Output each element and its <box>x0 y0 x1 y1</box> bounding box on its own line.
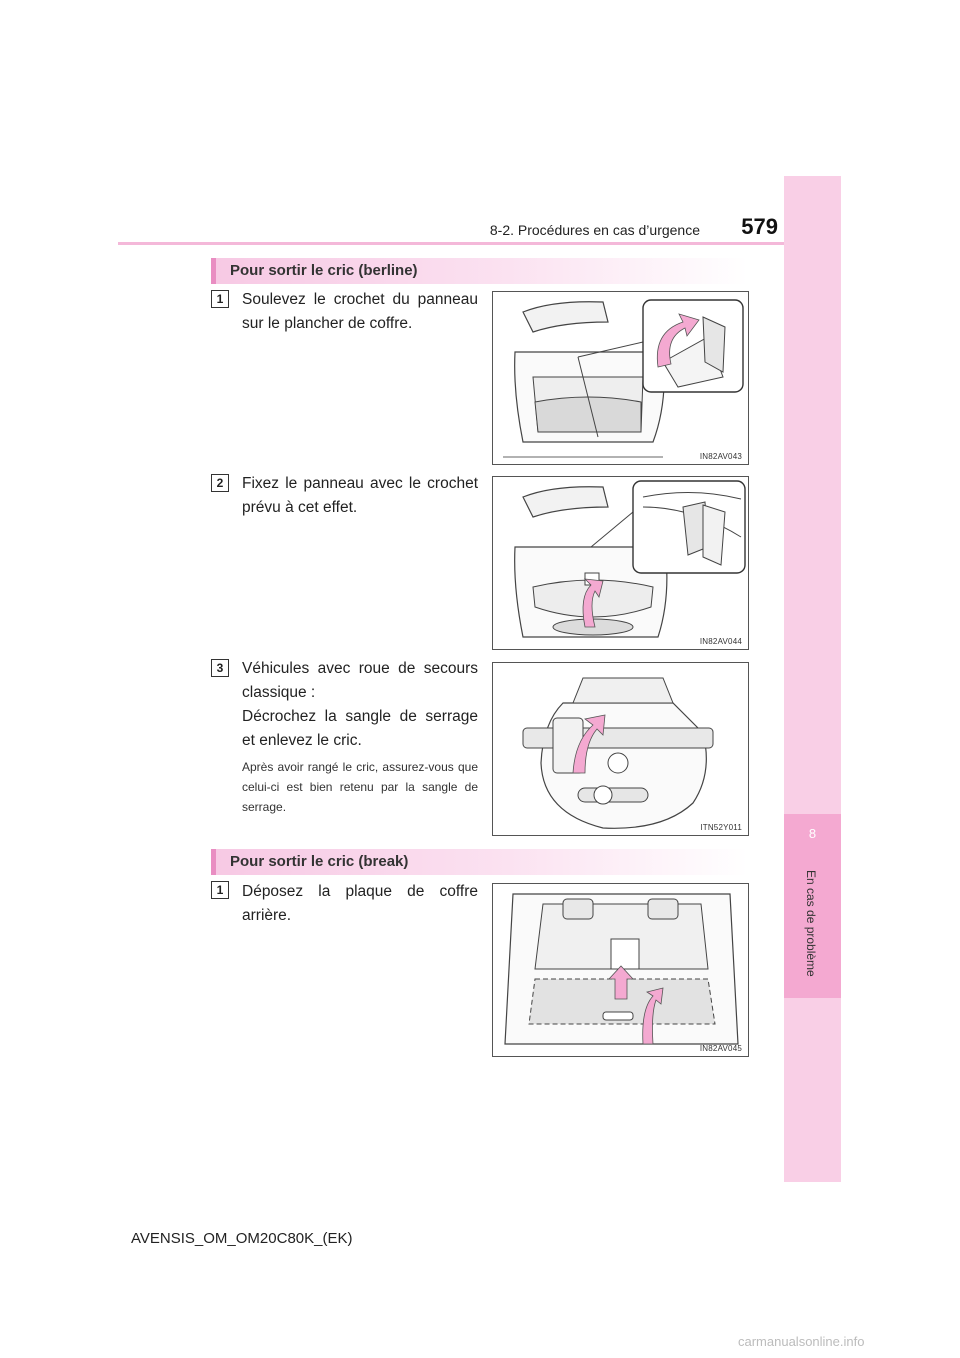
step-text: Fixez le panneau avec le crochet prévu à… <box>242 475 478 516</box>
chapter-title: En cas de problème <box>804 870 818 977</box>
chapter-number: 8 <box>808 826 817 841</box>
step-badge: 3 <box>211 659 229 677</box>
jack-illustration <box>522 677 714 829</box>
trunk-illustration <box>514 480 746 638</box>
step-badge: 1 <box>211 881 229 899</box>
footer-document-code: AVENSIS_OM_OM20C80K_(EK) <box>131 1230 353 1247</box>
figure-trunk-hook-lift: IN82AV043 <box>492 291 749 465</box>
header-rule <box>118 242 784 245</box>
figure-code: IN82AV044 <box>699 637 742 646</box>
step-note: Après avoir rangé le cric, assurez-vous … <box>242 760 478 814</box>
chapter-side-tab[interactable]: 8 En cas de problème <box>784 176 841 1182</box>
figure-jack-strap: ITN52Y011 <box>492 662 749 836</box>
step-text: Décrochez la sangle de serrage et enleve… <box>242 708 478 749</box>
step-text: Déposez la plaque de coffre arrière. <box>242 883 478 924</box>
step-badge: 1 <box>211 290 229 308</box>
step-badge: 2 <box>211 474 229 492</box>
chapter-highlight <box>784 814 841 998</box>
page-number: 579 <box>741 214 778 239</box>
wagon-trunk-illustration <box>504 893 739 1045</box>
watermark: carmanualsonline.info <box>738 1334 865 1349</box>
section-title: Pour sortir le cric (berline) <box>230 262 418 279</box>
figure-code: ITN52Y011 <box>700 823 742 832</box>
step-text: Véhicules avec roue de secours classique… <box>242 660 478 701</box>
figure-code: IN82AV043 <box>699 452 742 461</box>
figure-wagon-trunk-plate: IN82AV045 <box>492 883 749 1057</box>
section-heading-berline: Pour sortir le cric (berline) <box>211 258 748 284</box>
section-title: Pour sortir le cric (break) <box>230 853 409 870</box>
figure-trunk-panel-fixed: IN82AV044 <box>492 476 749 650</box>
trunk-illustration <box>503 299 744 458</box>
step-text: Soulevez le crochet du panneau sur le pl… <box>242 291 478 332</box>
header-section-title: 8-2. Procédures en cas d’urgence <box>489 222 700 238</box>
figure-code: IN82AV045 <box>699 1044 742 1053</box>
section-heading-break: Pour sortir le cric (break) <box>211 849 748 875</box>
